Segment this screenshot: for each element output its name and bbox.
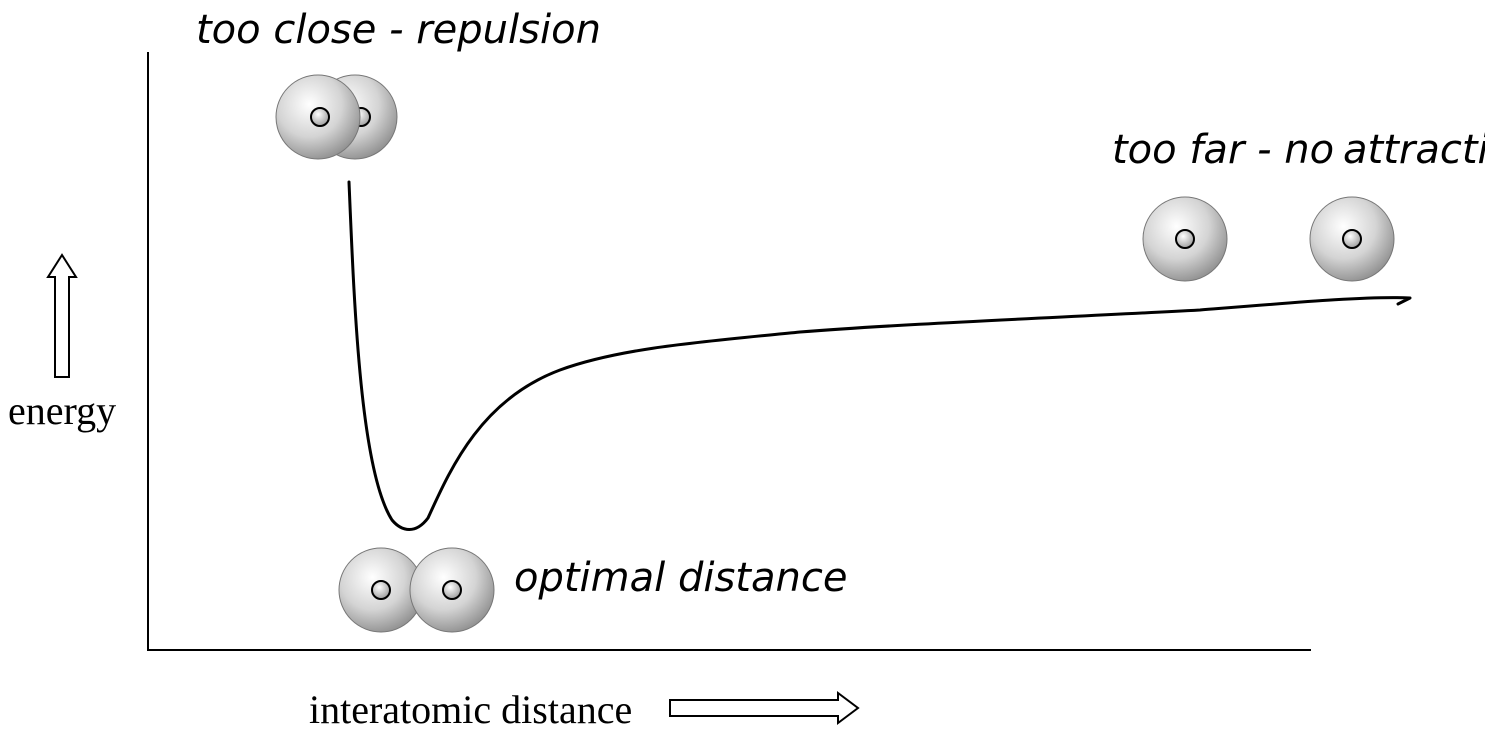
too-close-label: too close - repulsion — [196, 7, 601, 53]
too-far-label-b: attraction — [1343, 127, 1485, 173]
atom-pair-optimal — [338, 547, 495, 633]
energy-curve — [347, 180, 1412, 531]
atom-pair-too-close — [275, 74, 398, 160]
atom-icon — [1309, 196, 1395, 282]
energy-label: energy — [8, 388, 116, 433]
distance-label: interatomic distance — [309, 687, 632, 732]
distance-arrow-icon — [669, 691, 860, 725]
atom-icon — [275, 74, 361, 160]
atom-icon — [409, 547, 495, 633]
atom-icon — [1142, 196, 1228, 282]
optimal-distance-label: optimal distance — [514, 555, 847, 601]
energy-arrow-icon — [46, 253, 78, 378]
atom-icon — [338, 547, 424, 633]
atom-pair-too-far — [1142, 196, 1395, 282]
too-far-label-a: too far - no — [1112, 127, 1334, 173]
